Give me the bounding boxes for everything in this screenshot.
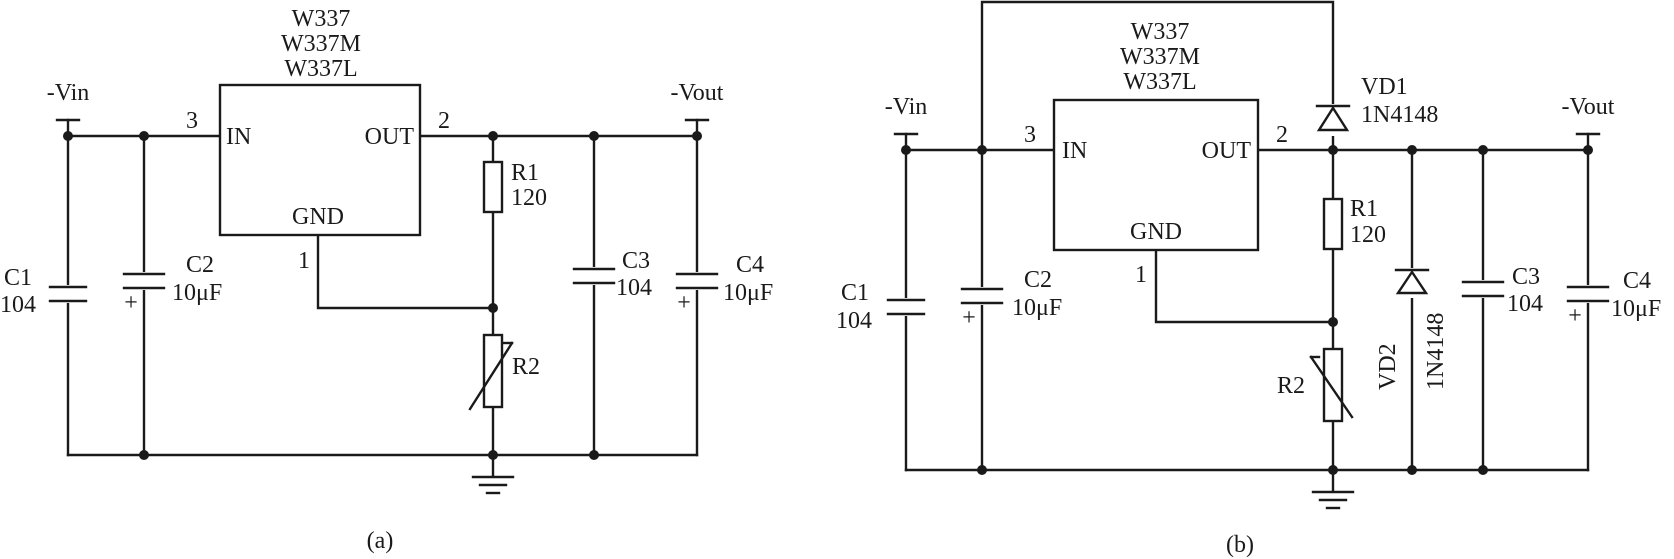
capacitor-c3-a xyxy=(572,267,616,285)
capacitor-c2-a xyxy=(122,272,166,290)
ic-b-name-1: W337 xyxy=(1131,19,1190,45)
c2-name-b: C2 xyxy=(1024,267,1052,293)
vin-label-b: -Vin xyxy=(885,94,928,120)
circuit-b-junctions xyxy=(901,145,1593,475)
r1-name-a: R1 xyxy=(511,160,539,186)
regulator-ic-a xyxy=(218,83,422,237)
ic-b-pin-num-out: 2 xyxy=(1276,122,1288,148)
c2-value-a: 10μF xyxy=(172,280,222,306)
regulator-ic-b xyxy=(1052,98,1260,252)
ic-a-name-2: W337M xyxy=(281,31,361,57)
ic-a-pin-gnd: GND xyxy=(292,204,344,230)
c4-plus-a: + xyxy=(677,290,691,316)
vout-label-b: -Vout xyxy=(1562,94,1615,120)
c4-value-a: 10μF xyxy=(723,280,773,306)
ic-b-pin-gnd: GND xyxy=(1130,219,1182,245)
diode-vd2-b xyxy=(1392,268,1432,298)
c4-name-a: C4 xyxy=(736,252,764,278)
circuit-a-junctions xyxy=(63,131,702,460)
c3-value-b: 104 xyxy=(1507,291,1543,317)
circuit-b-wires xyxy=(893,0,1601,510)
resistor-r1-b xyxy=(1322,197,1344,251)
capacitor-c4-b xyxy=(1566,285,1610,303)
ic-b-pin-out: OUT xyxy=(1202,138,1252,164)
r1-value-b: 120 xyxy=(1350,222,1386,248)
capacitor-c1-a xyxy=(48,285,88,303)
c4-value-b: 10μF xyxy=(1611,296,1661,322)
vd1-name-b: VD1 xyxy=(1361,74,1408,100)
c4-name-b: C4 xyxy=(1623,268,1651,294)
circuit-a-wires xyxy=(55,118,710,495)
vd2-name-b: VD2 xyxy=(1375,343,1401,390)
c1-value-a: 104 xyxy=(0,292,36,318)
resistor-r2-b xyxy=(1309,347,1354,423)
ic-a-pin-out: OUT xyxy=(365,124,415,150)
c4-plus-b: + xyxy=(1568,303,1582,329)
ic-a-name-1: W337 xyxy=(292,6,351,32)
circuit-a: W337 W337M W337L IN OUT GND 3 2 1 -Vin -… xyxy=(0,6,773,554)
ic-b-pin-num-gnd: 1 xyxy=(1135,262,1147,288)
c3-name-b: C3 xyxy=(1512,264,1540,290)
resistor-r1-a xyxy=(482,160,504,214)
ic-b-pin-in: IN xyxy=(1062,138,1087,164)
ic-a-pin-num-in: 3 xyxy=(186,108,198,134)
c2-value-b: 10μF xyxy=(1012,295,1062,321)
capacitor-c3-b xyxy=(1461,280,1505,298)
r1-name-b: R1 xyxy=(1350,196,1378,222)
c3-value-a: 104 xyxy=(616,275,652,301)
c2-name-a: C2 xyxy=(186,252,214,278)
r2-name-a: R2 xyxy=(512,354,540,380)
capacitor-c1-b xyxy=(886,298,926,316)
ic-b-pin-num-in: 3 xyxy=(1024,122,1036,148)
vd2-value-b: 1N4148 xyxy=(1423,313,1449,390)
c1-value-b: 104 xyxy=(836,308,872,334)
c2-plus-b: + xyxy=(962,305,976,331)
capacitor-c4-a xyxy=(675,272,719,290)
r2-name-b: R2 xyxy=(1277,373,1305,399)
ic-a-pin-in: IN xyxy=(226,124,251,150)
diode-vd1-b xyxy=(1313,104,1353,136)
ic-a-name-3: W337L xyxy=(284,56,357,82)
c1-name-b: C1 xyxy=(841,280,869,306)
ic-b-name-2: W337M xyxy=(1120,44,1200,70)
vout-label-a: -Vout xyxy=(671,80,724,106)
vin-label-a: -Vin xyxy=(47,80,90,106)
caption-b: (b) xyxy=(1226,532,1254,558)
c3-name-a: C3 xyxy=(622,248,650,274)
vd1-value-b: 1N4148 xyxy=(1361,102,1438,128)
ic-a-pin-num-out: 2 xyxy=(438,108,450,134)
r1-value-a: 120 xyxy=(511,185,547,211)
resistor-r2-a xyxy=(468,333,514,411)
circuit-b: W337 W337M W337L IN OUT GND 3 2 1 -Vin -… xyxy=(836,0,1661,558)
ic-a-pin-num-gnd: 1 xyxy=(298,248,310,274)
caption-a: (a) xyxy=(367,528,394,554)
c1-name-a: C1 xyxy=(4,265,32,291)
c2-plus-a: + xyxy=(124,290,138,316)
ic-b-name-3: W337L xyxy=(1123,69,1196,95)
capacitor-c2-b xyxy=(960,287,1004,305)
